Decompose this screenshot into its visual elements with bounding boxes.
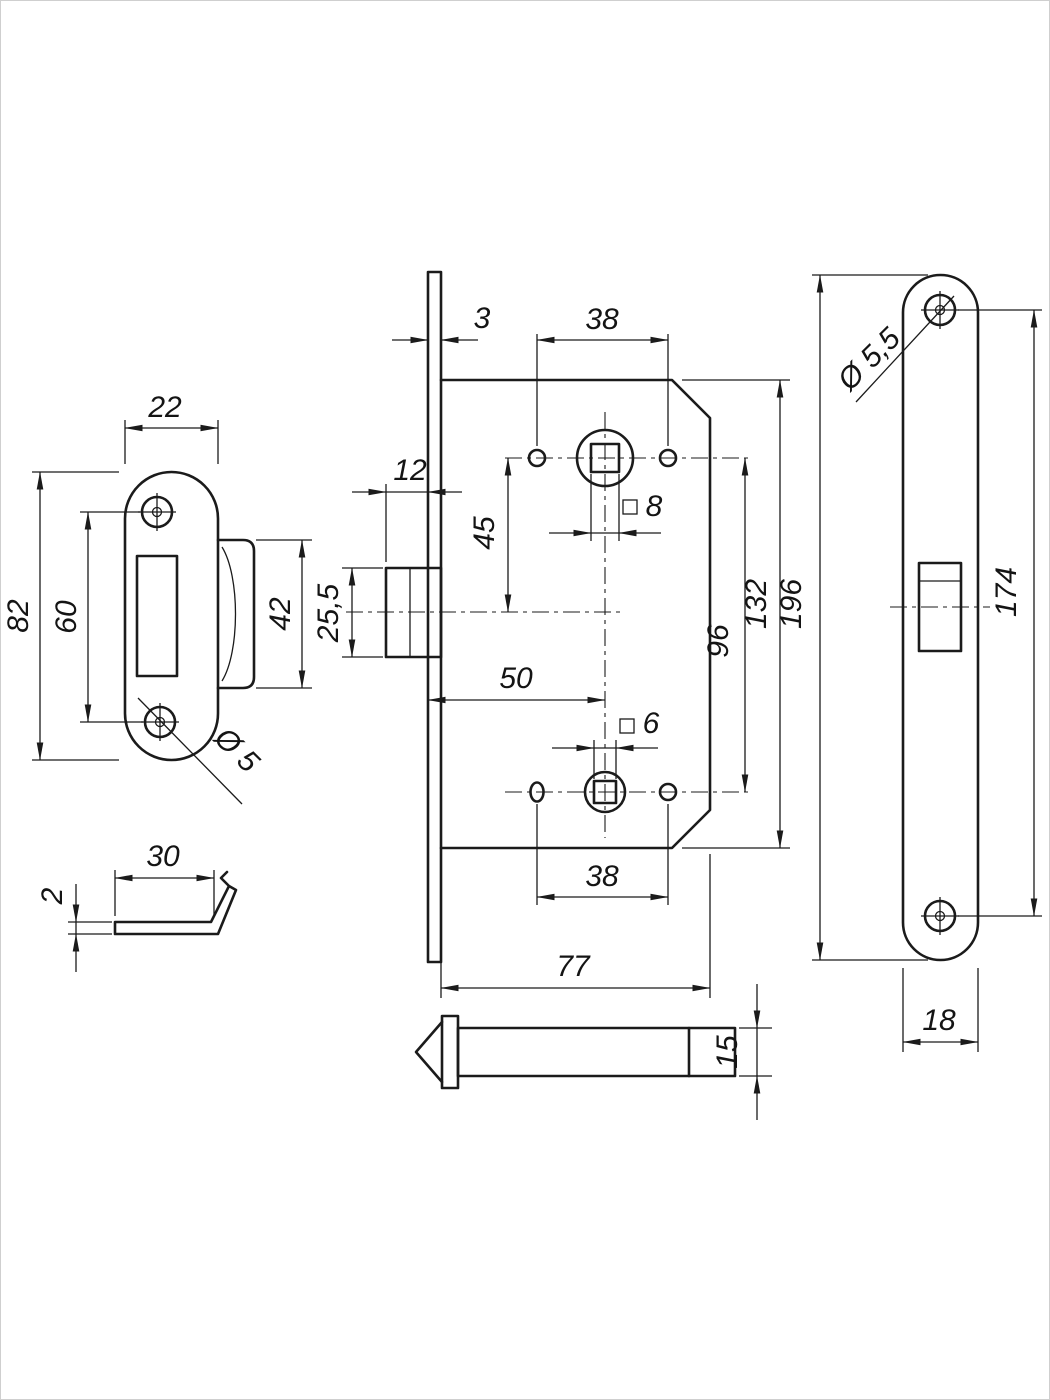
dim-faceplate-length: 196 [775, 579, 808, 629]
strike-screw-hole-bottom [141, 703, 179, 741]
dim-bracket-width: 30 [146, 840, 180, 873]
lock-body-view: 3 38 12 45 25,5 50 [312, 270, 790, 998]
latch-side-flange [440, 1014, 460, 1090]
dust-bracket-dimensions: 30 2 [36, 840, 215, 972]
dim-faceplate-width: 18 [922, 1004, 956, 1037]
faceplate-screw-dia-leader [855, 295, 955, 403]
case-screw-hole-top-left [527, 448, 547, 468]
dim-latch-height: 25,5 [312, 583, 345, 643]
lock-faceplate-strip [426, 270, 443, 964]
spindle-hub-bottom [529, 770, 678, 814]
lock-body-outline [384, 270, 712, 964]
dust-bracket-view: 30 2 [36, 840, 238, 972]
dim-faceplate-thickness: 3 [474, 302, 491, 335]
faceplate-screw-hole-bottom [921, 897, 959, 935]
strike-plate-tab [216, 538, 256, 690]
strike-plate-tab-bend [221, 546, 237, 682]
faceplate-dimensions: Ø 5,5 196 174 18 [775, 274, 1042, 1052]
strike-plate-dimensions: 22 82 60 42 Ø 5 [2, 391, 312, 805]
lock-case [439, 378, 712, 850]
strike-screw-dia-leader [137, 697, 243, 805]
dim-bracket-thickness: 2 [36, 887, 69, 905]
dim-spindle-to-latch: 45 [468, 516, 501, 550]
dim-spindle-square-top: 8 [646, 490, 663, 523]
latch-side-body [456, 1026, 737, 1078]
dim-strike-width: 22 [147, 391, 182, 424]
dust-bracket-body [113, 870, 238, 936]
square-symbol-top [622, 499, 638, 515]
case-screw-hole-bottom-left [529, 781, 545, 803]
dim-strike-tab-height: 42 [264, 597, 297, 631]
faceplate-screw-hole-top [921, 291, 959, 329]
dim-screw-spacing-bottom: 38 [585, 860, 619, 893]
dim-case-depth: 77 [556, 950, 591, 983]
strike-plate-outline [123, 470, 256, 762]
dim-spindle-square-bottom: 6 [643, 707, 660, 740]
faceplate-outline [890, 273, 990, 962]
latch-side-dimensions: 15 [711, 984, 772, 1120]
strike-plate-cutout [135, 554, 179, 678]
square-symbol-bottom [619, 718, 635, 734]
dim-screw-spacing-top: 38 [585, 303, 619, 336]
case-screw-hole-bottom-right [658, 782, 678, 802]
spindle-square-hole-bottom [592, 779, 618, 805]
case-screw-hole-top-right [658, 448, 678, 468]
dim-latch-protrusion: 12 [393, 454, 427, 487]
faceplate-view: Ø 5,5 196 174 18 [775, 273, 1042, 1052]
strike-plate-view: 22 82 60 42 Ø 5 [2, 391, 312, 805]
dim-faceplate-screw-centers: 174 [990, 567, 1023, 617]
lock-body-dimensions: 3 38 12 45 25,5 50 [312, 302, 790, 998]
spindle-hub-top [527, 428, 678, 488]
dim-case-height: 132 [740, 579, 773, 629]
strike-plate-body [123, 470, 220, 762]
strike-screw-hole-top [138, 493, 176, 531]
dim-latch-thickness: 15 [711, 1035, 744, 1069]
latch-side-view: 15 [414, 984, 772, 1120]
dim-strike-screw-centers: 60 [50, 600, 83, 634]
faceplate-body [901, 273, 980, 962]
dim-spindle-centers: 96 [702, 624, 735, 658]
spindle-square-hole-top [589, 442, 621, 474]
dim-backset: 50 [499, 662, 533, 695]
dim-strike-height: 82 [2, 599, 35, 633]
latch-side-tip [414, 1020, 444, 1084]
